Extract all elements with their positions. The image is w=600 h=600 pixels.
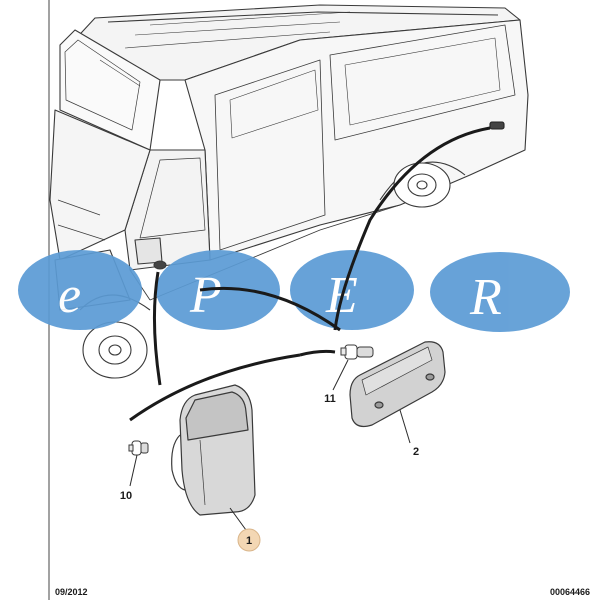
callout-badge-highlight xyxy=(237,528,261,552)
callout-labels: 1 2 10 11 xyxy=(120,393,419,552)
leader-curve xyxy=(333,126,491,331)
watermark-letter: R xyxy=(469,269,502,326)
watermark-circle xyxy=(430,252,570,332)
callout-label-1: 1 xyxy=(246,535,252,547)
leader-lines xyxy=(129,126,491,422)
callout-leader-10 xyxy=(129,454,138,487)
watermark-logo: e P E R xyxy=(18,250,570,332)
watermark-circle xyxy=(156,250,280,330)
callout-leader-11 xyxy=(332,359,349,391)
leader-curve xyxy=(129,353,301,422)
callout-label-11: 11 xyxy=(324,393,336,405)
callout-label-2: 2 xyxy=(413,446,419,458)
watermark-circle xyxy=(290,250,414,330)
callout-leaders xyxy=(129,359,411,531)
part-side-repeater-lamp xyxy=(171,384,256,516)
watermark-circle xyxy=(18,250,142,330)
leader-curve xyxy=(152,271,162,386)
leader-curve xyxy=(199,286,341,332)
callout-label-10: 10 xyxy=(120,490,132,502)
watermark-letter: e xyxy=(58,267,81,324)
leader-curve xyxy=(299,349,336,357)
part-side-marker-lamp xyxy=(349,341,446,428)
callout-leader-1 xyxy=(229,507,247,531)
footer-reference-number: 00064466 xyxy=(550,587,590,597)
callout-leader-2 xyxy=(399,409,411,444)
part-bulb-10 xyxy=(128,440,149,456)
part-bulb-11 xyxy=(340,344,374,360)
footer-date: 09/2012 xyxy=(55,587,88,597)
watermark-letter: P xyxy=(189,267,222,324)
